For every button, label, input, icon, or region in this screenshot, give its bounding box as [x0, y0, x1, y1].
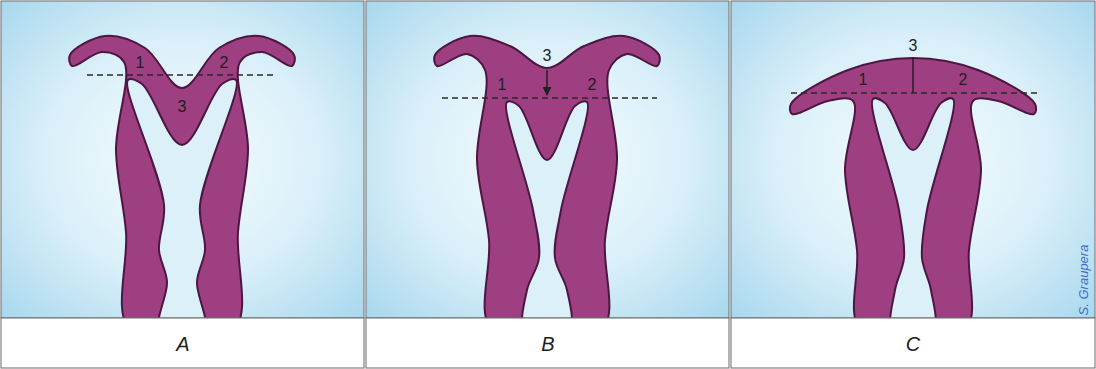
uterus-figure: [434, 36, 660, 318]
callout-number: 3: [543, 48, 552, 64]
callout-number: 2: [220, 55, 229, 71]
panel-border: [366, 1, 729, 318]
callout-number: 3: [909, 38, 918, 54]
callout-number: 2: [959, 72, 968, 88]
callout-number: 1: [859, 72, 868, 88]
panel-letter: C: [906, 334, 920, 354]
caption-cell: [731, 318, 1095, 368]
caption-cell: [366, 318, 729, 368]
panel: [366, 1, 729, 368]
uterine-cavity: [872, 98, 954, 318]
uterine-cavity: [127, 79, 237, 318]
depth-marker: [912, 58, 914, 93]
panel-border: [731, 1, 1095, 318]
panel-letter: A: [176, 334, 189, 354]
callout-number: 3: [178, 99, 187, 115]
panel: [1, 1, 364, 368]
depth-marker: [546, 70, 548, 95]
uterine-cavity: [506, 101, 588, 318]
reference-line: [87, 74, 277, 76]
uterus-wall: [69, 36, 295, 318]
artist-signature: S. Graupera: [1077, 245, 1090, 316]
callout-number: 1: [136, 55, 145, 71]
panel-letter: B: [541, 334, 554, 354]
uterus-figure: [69, 36, 295, 318]
uterus-wall: [434, 36, 660, 318]
panel-border: [1, 1, 364, 318]
reference-line: [791, 92, 1041, 94]
uterus-wall: [790, 58, 1036, 318]
reference-line: [442, 97, 657, 99]
uterus-figure: [790, 58, 1036, 318]
callout-number: 2: [588, 77, 597, 93]
callout-number: 1: [498, 77, 507, 93]
panel: [731, 1, 1095, 368]
caption-cell: [1, 318, 364, 368]
